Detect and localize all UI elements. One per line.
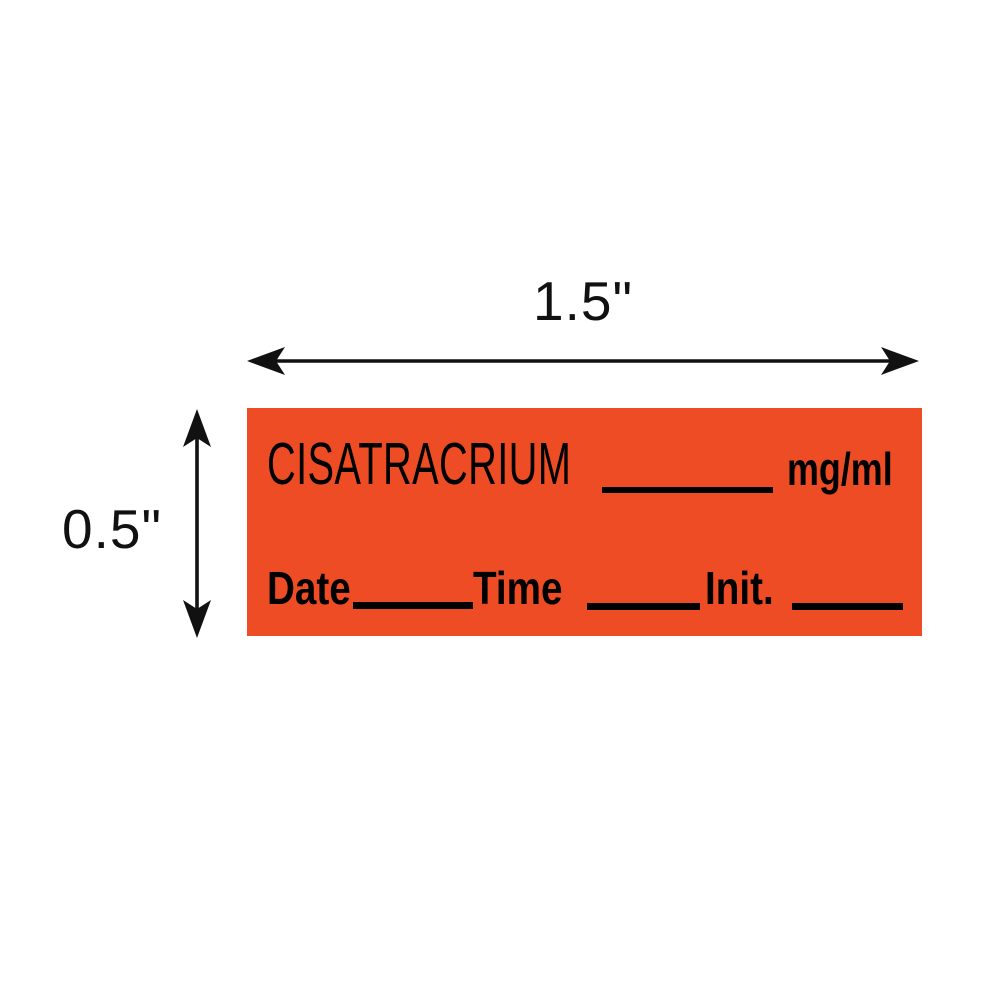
date-blank-line — [353, 602, 473, 609]
unit-text: mg/ml — [787, 443, 893, 495]
drug-name-text: CISATRACRIUM — [267, 431, 572, 497]
width-dimension-label: 1.5" — [533, 270, 633, 332]
init-label: Init. — [705, 562, 774, 614]
height-dimension-label: 0.5" — [62, 498, 162, 560]
arrowhead-up-icon — [183, 409, 211, 447]
concentration-blank-line — [602, 487, 773, 493]
arrowhead-left-icon — [247, 347, 285, 375]
time-blank-line — [587, 603, 700, 610]
date-label: Date — [267, 562, 351, 614]
arrowhead-right-icon — [881, 347, 919, 375]
height-arrow-icon — [183, 409, 211, 638]
time-label: Time — [473, 562, 563, 614]
width-arrow-icon — [247, 347, 919, 375]
init-blank-line — [792, 603, 903, 610]
arrowhead-down-icon — [183, 600, 211, 638]
tape-label: CISATRACRIUM mg/ml Date Time Init. — [247, 408, 922, 636]
